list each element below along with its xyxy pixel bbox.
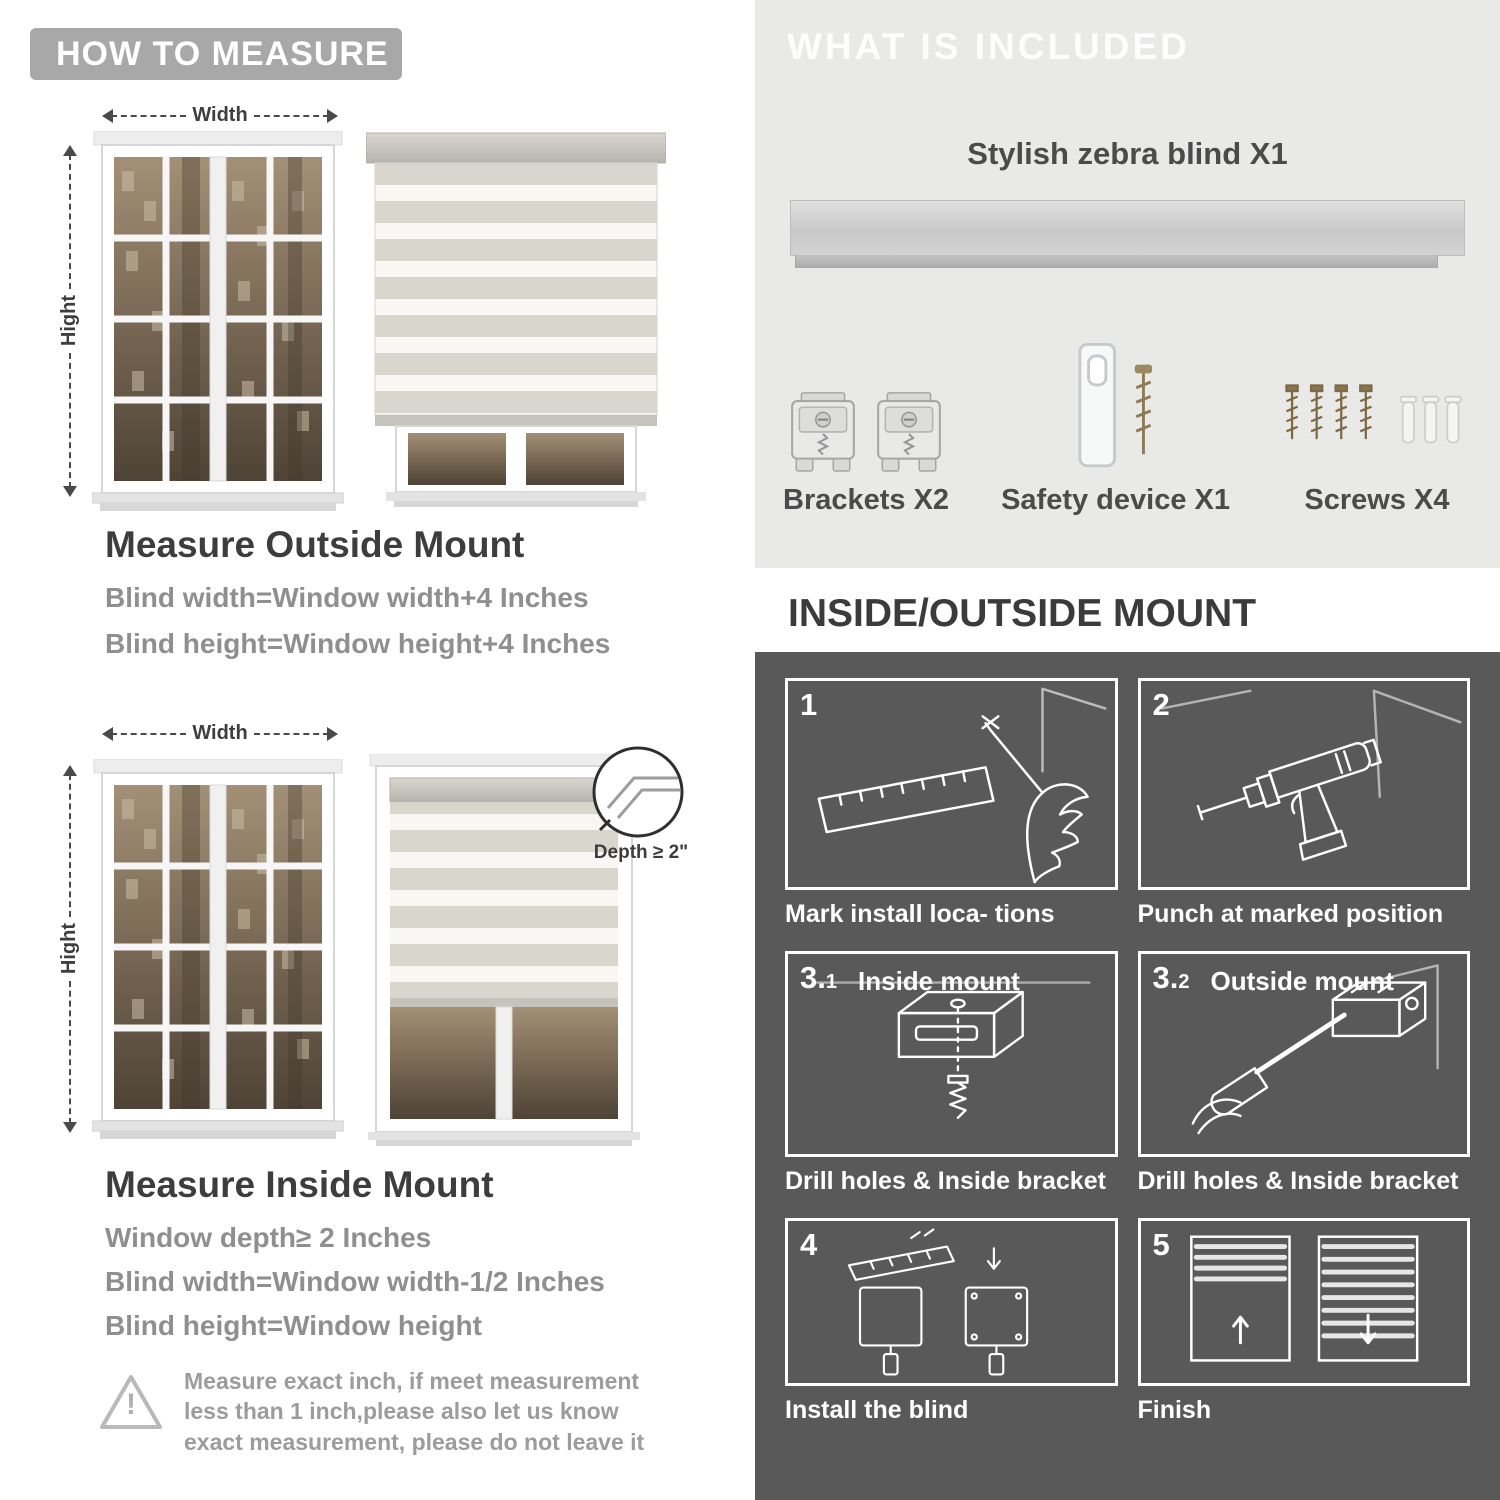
bracket-icon xyxy=(873,390,945,478)
depth-callout-label: Depth ≥ 2" xyxy=(593,842,689,863)
window-photo-illustration xyxy=(92,750,344,1148)
step-4: 4 Install the blind xyxy=(785,1218,1118,1425)
step-5-box: 5 xyxy=(1137,1218,1470,1386)
arrowhead-left-icon xyxy=(95,726,113,741)
dashed-line xyxy=(111,114,187,117)
safety-device-icon xyxy=(1051,338,1181,478)
drill-illustration xyxy=(1160,689,1461,861)
warning-triangle-icon: ! xyxy=(98,1372,164,1432)
how-to-measure-section: HOW TO MEASURE Width Hight Measure Outsi… xyxy=(0,0,745,1500)
screws-label: Screws X4 xyxy=(1304,484,1450,516)
screws-anchors-icon xyxy=(1282,360,1472,478)
step-4-box: 4 xyxy=(785,1218,1118,1386)
width-label: Width xyxy=(192,722,248,744)
depth-magnifier-icon xyxy=(592,746,684,838)
brackets-label: Brackets X2 xyxy=(783,484,950,516)
product-label: Stylish zebra blind X1 xyxy=(967,136,1288,171)
arrowhead-left-icon xyxy=(95,108,113,123)
width-arrow-inside: Width xyxy=(95,722,345,745)
step-number: 5 xyxy=(1152,1227,1170,1262)
step-3-2-caption: Drill holes & Inside bracket xyxy=(1137,1167,1459,1195)
dashed-line xyxy=(68,352,71,488)
width-arrow-outside: Width xyxy=(95,104,345,127)
step-5-caption: Finish xyxy=(1137,1396,1212,1424)
how-to-measure-header: HOW TO MEASURE xyxy=(30,28,402,80)
arrowhead-up-icon xyxy=(62,758,77,776)
finished-blinds-illustration xyxy=(1189,1235,1418,1362)
inside-bracket-illustration xyxy=(811,981,1091,1119)
step-number: 2 xyxy=(1152,687,1170,722)
arrowhead-right-icon xyxy=(327,108,345,123)
safety-device-label: Safety device X1 xyxy=(1001,484,1230,516)
bracket-icons xyxy=(787,330,945,478)
included-item-brackets: Brackets X2 xyxy=(783,330,949,517)
arrowhead-down-icon xyxy=(62,1122,77,1140)
step-2: 2 Punch at marked position xyxy=(1137,678,1470,929)
what-is-included-section: WHAT IS INCLUDED Stylish zebra blind X1 … xyxy=(755,0,1500,568)
included-item-screws: Screws X4 xyxy=(1282,330,1472,517)
install-blind-illustration xyxy=(847,1228,1029,1376)
step-number: 4 xyxy=(800,1227,818,1262)
step-3-2: 3.2 Outside mount Drill holes & Inside b… xyxy=(1137,951,1470,1196)
step-1-caption: Mark install loca- tions xyxy=(785,900,1055,928)
step-1-box: 1 xyxy=(785,678,1118,890)
inside-outside-mount-header: INSIDE/OUTSIDE MOUNT xyxy=(788,592,1257,635)
outside-mount-title: Measure Outside Mount xyxy=(105,524,525,565)
step-2-box: 2 xyxy=(1137,678,1470,890)
headrail-bottom-lip xyxy=(795,255,1438,268)
step-2-caption: Punch at marked position xyxy=(1137,900,1444,928)
window-photo-illustration xyxy=(92,130,344,512)
outside-spec-width: Blind width=Window width+4 Inches xyxy=(105,582,589,613)
inside-spec-width: Blind width=Window width-1/2 Inches xyxy=(105,1266,605,1297)
step-3-2-label: Outside mount xyxy=(1210,966,1394,996)
step-number: 3.2 xyxy=(1152,960,1190,995)
step-3-1-box: 3.1 Inside mount xyxy=(785,951,1118,1157)
bracket-icon xyxy=(787,390,859,478)
height-arrow-inside: Hight xyxy=(58,758,81,1140)
width-label: Width xyxy=(192,104,248,126)
height-arrow-outside: Hight xyxy=(58,138,81,504)
dashed-line xyxy=(68,774,71,918)
step-3-1-label: Inside mount xyxy=(858,966,1020,996)
safety-device-icons xyxy=(1051,330,1181,478)
outside-bracket-illustration xyxy=(1191,964,1439,1135)
step-4-caption: Install the blind xyxy=(785,1396,969,1424)
inside-spec-height: Blind height=Window height xyxy=(105,1310,482,1341)
height-label: Hight xyxy=(58,295,80,347)
inside-spec-depth: Window depth≥ 2 Inches xyxy=(105,1222,432,1253)
inside-mount-title: Measure Inside Mount xyxy=(105,1164,494,1205)
outside-spec-height: Blind height=Window height+4 Inches xyxy=(105,628,611,659)
screw-icons xyxy=(1282,330,1472,478)
included-items-row: Brackets X2 Safety device X1 Screws X4 xyxy=(783,330,1472,517)
steps-grid: 1 Mark install loca- tions xyxy=(785,678,1470,1425)
dashed-line xyxy=(111,732,187,735)
zebra-blind-headrail-image xyxy=(790,200,1465,268)
dashed-line xyxy=(253,114,330,117)
mount-steps-section: 1 Mark install loca- tions xyxy=(755,652,1500,1500)
zebra-blind-outside-illustration xyxy=(366,124,666,508)
warning-text: Measure exact inch, if meet measurement … xyxy=(184,1368,645,1455)
included-item-safety-device: Safety device X1 xyxy=(1001,330,1230,517)
step-number: 1 xyxy=(800,687,818,722)
height-label: Hight xyxy=(58,923,80,975)
arrowhead-down-icon xyxy=(62,486,77,504)
step-5: 5 Finish xyxy=(1137,1218,1470,1425)
mark-locations-illustration xyxy=(817,687,1107,884)
step-3-1: 3.1 Inside mount Drill holes & Inside br… xyxy=(785,951,1118,1196)
step-1: 1 Mark install loca- tions xyxy=(785,678,1118,929)
step-3-2-box: 3.2 Outside mount xyxy=(1137,951,1470,1157)
what-is-included-header: WHAT IS INCLUDED xyxy=(787,26,1190,67)
warning-exclamation-mark: ! xyxy=(126,1388,136,1421)
arrowhead-up-icon xyxy=(62,138,77,156)
dashed-line xyxy=(68,154,71,290)
arrowhead-right-icon xyxy=(327,726,345,741)
step-3-1-caption: Drill holes & Inside bracket xyxy=(785,1167,1106,1195)
step-number: 3.1 xyxy=(800,960,837,995)
dashed-line xyxy=(68,980,71,1124)
dashed-line xyxy=(253,732,330,735)
